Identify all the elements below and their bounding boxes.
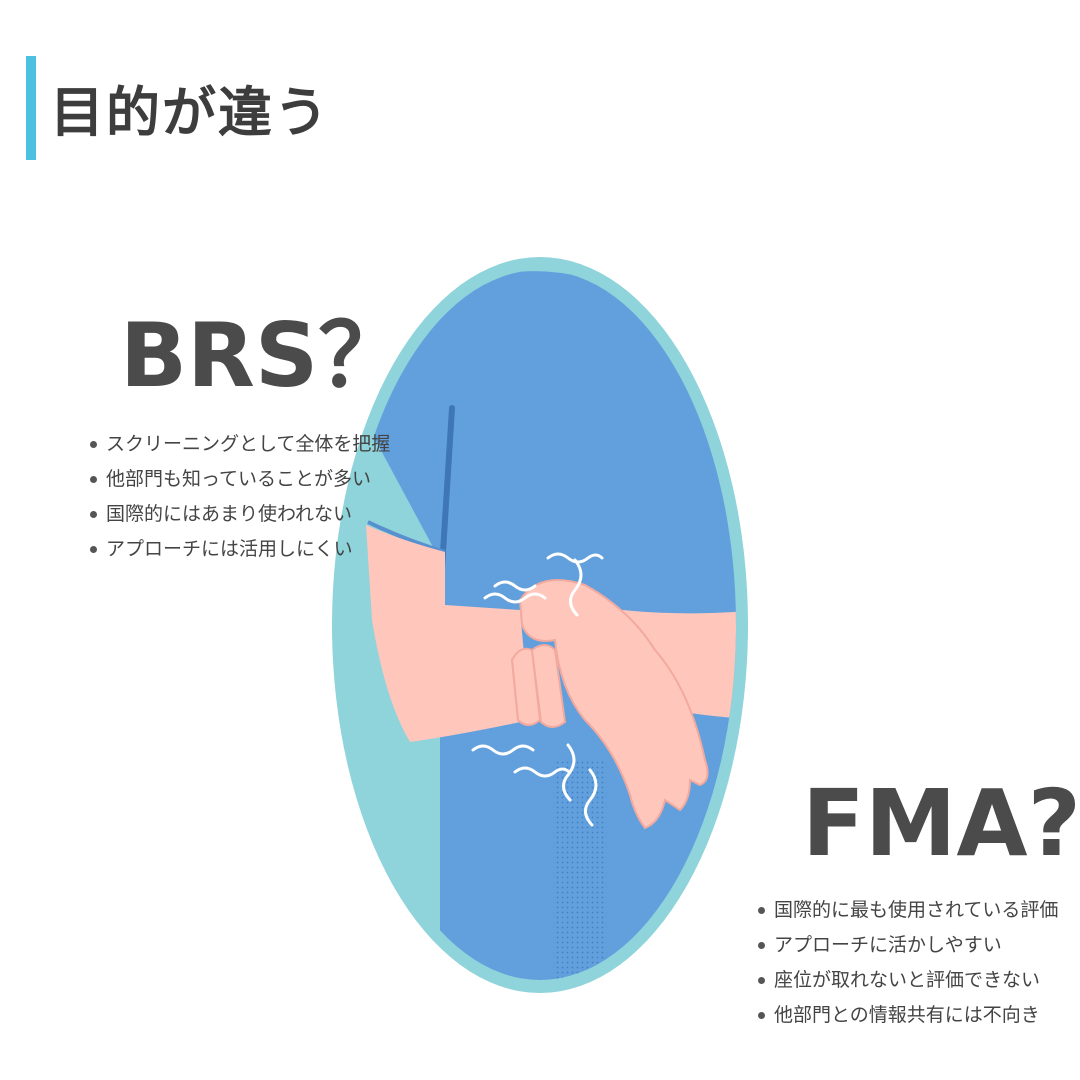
list-item: 国際的に最も使用されている評価 [758, 893, 1058, 928]
list-item: スクリーニングとして全体を把握 [90, 427, 390, 462]
list-item: アプローチに活かしやすい [758, 928, 1058, 963]
brs-bullet-list: スクリーニングとして全体を把握 他部門も知っていることが多い 国際的にはあまり使… [90, 427, 390, 567]
list-item: 国際的にはあまり使われない [90, 497, 390, 532]
fma-bullet-list: 国際的に最も使用されている評価 アプローチに活かしやすい 座位が取れないと評価で… [758, 893, 1058, 1033]
fma-heading: FMA? [802, 770, 1080, 877]
list-item: 他部門との情報共有には不向き [758, 998, 1058, 1033]
list-item: 座位が取れないと評価できない [758, 963, 1058, 998]
page-title: 目的が違う [50, 81, 330, 144]
list-item: アプローチには活用しにくい [90, 532, 390, 567]
brs-heading: BRS？ [120, 304, 407, 407]
list-item: 他部門も知っていることが多い [90, 462, 390, 497]
title-accent-bar [26, 56, 36, 160]
